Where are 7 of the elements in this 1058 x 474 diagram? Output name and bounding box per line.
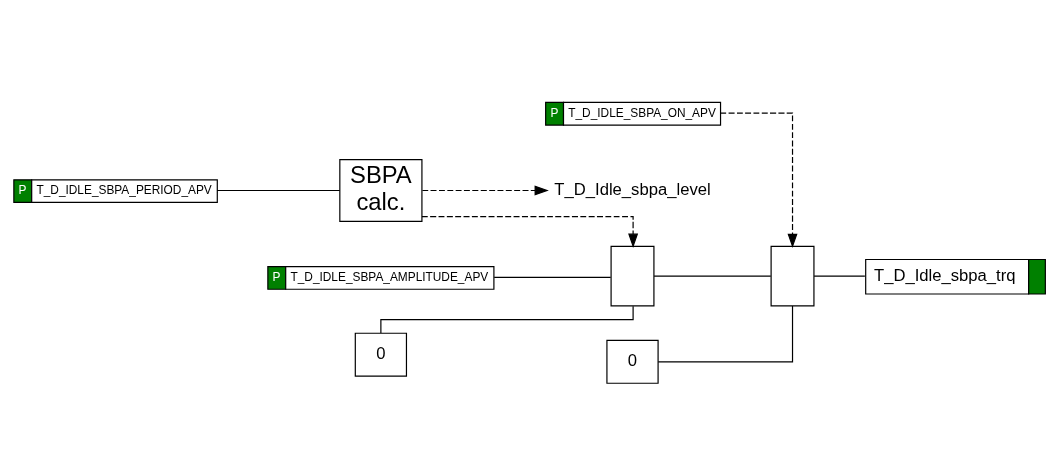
node-label: T_D_IDLE_SBPA_AMPLITUDE_APV [290, 269, 489, 284]
node-text: T_D_Idle_sbpa_level [554, 179, 711, 199]
node-label: T_D_IDLE_SBPA_ON_APV [568, 105, 716, 120]
node-text: P [18, 182, 27, 197]
node-text: P [550, 105, 559, 120]
node-label: T_D_IDLE_SBPA_PERIOD_APV [36, 182, 212, 197]
node-text: P [272, 269, 281, 284]
